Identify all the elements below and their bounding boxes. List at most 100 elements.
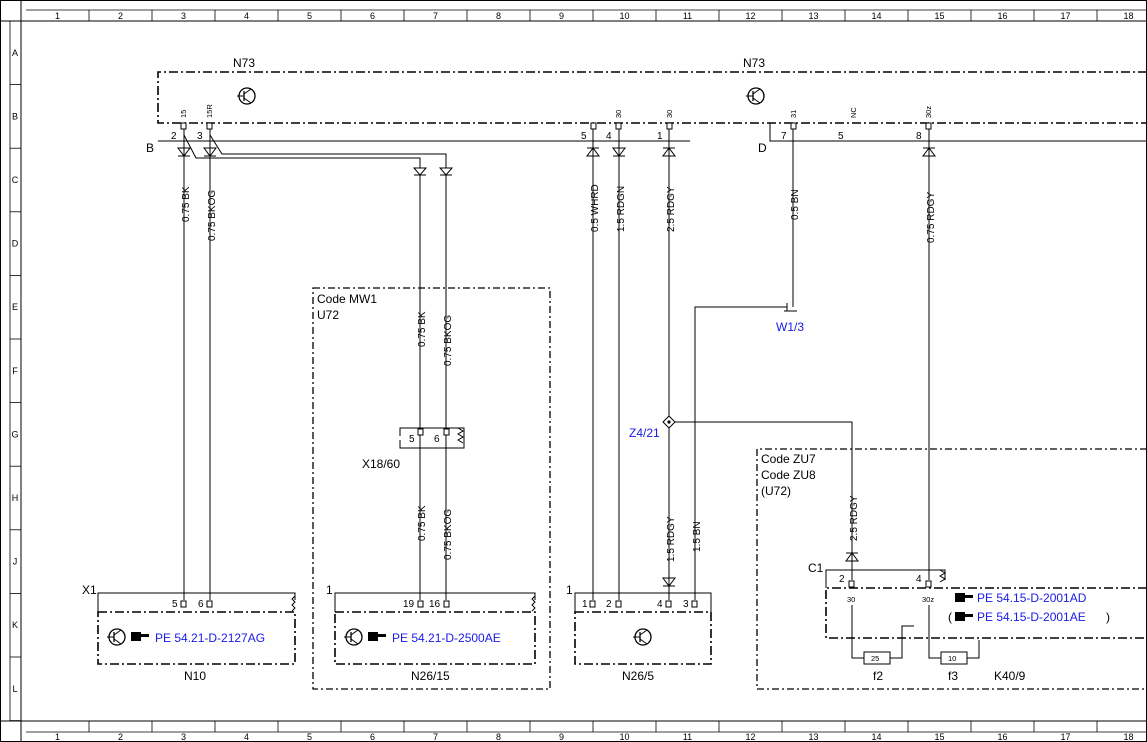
- hand-pointer-icon: [955, 593, 973, 602]
- n73-pin-6: 31 7: [781, 110, 798, 142]
- wire-label: 0.75 BKOG: [443, 315, 454, 366]
- wire-label: 0.75 BKOG: [207, 190, 218, 241]
- transistor-icon: [237, 87, 256, 105]
- ground-point: W1/3: [776, 303, 804, 334]
- grid-label: 12: [745, 11, 755, 21]
- n26-5-label: N26/5: [622, 669, 654, 683]
- code-zu-box: Code ZU7 Code ZU8 (U72): [756, 448, 1147, 690]
- grid-label: 16: [997, 732, 1007, 742]
- grid-label: 1: [55, 732, 60, 742]
- svg-text:5: 5: [409, 434, 415, 445]
- grid-label: 1: [55, 11, 60, 21]
- ground-label[interactable]: W1/3: [776, 320, 804, 334]
- grid-label: 11: [683, 11, 692, 21]
- splice-label[interactable]: Z4/21: [629, 426, 660, 440]
- n73-pin-4: 30 4: [606, 110, 623, 142]
- hand-pointer-icon: [955, 612, 973, 621]
- svg-text:30z: 30z: [922, 595, 934, 604]
- wire-label: 0.75 RDGY: [926, 192, 937, 243]
- wire-label: 1.5 RDGN: [616, 186, 627, 232]
- grid-label: 10: [619, 732, 629, 742]
- grid-label: 9: [559, 732, 564, 742]
- svg-text:6: 6: [434, 434, 440, 445]
- grid-label: 7: [433, 11, 438, 21]
- grid-label: J: [13, 557, 18, 567]
- wire-label: 0.75 BK: [417, 311, 428, 347]
- n73-label-right: N73: [743, 56, 765, 70]
- grid-label: 5: [307, 732, 312, 742]
- grid-label: K: [12, 620, 18, 630]
- n73-unit: N73 N73 B D 15 2 15R 3: [146, 56, 1147, 155]
- grid-label: 6: [370, 732, 375, 742]
- svg-text:4: 4: [657, 599, 663, 610]
- fuse-f3-label: f3: [948, 669, 958, 683]
- grid-label: 18: [1123, 11, 1133, 21]
- grid-label: A: [12, 48, 18, 58]
- n26-15-module: 1 19 16 PE 54.21-D-2500AE N26/15: [326, 583, 536, 683]
- grid-label: E: [12, 302, 18, 312]
- wire-label: 0.5 BN: [790, 189, 801, 220]
- wire-label: 1.5 RDGY: [666, 516, 677, 562]
- code-zu-sub: (U72): [761, 484, 791, 498]
- code-zu7-label: Code ZU7: [761, 452, 816, 466]
- k40-9-module: C1 2 4 30 30z PE 54.15-D-2001AD ( PE 54.…: [808, 561, 1147, 683]
- grid-label: 17: [1060, 732, 1070, 742]
- grid-label: 15: [934, 732, 944, 742]
- code-mw1-label: Code MW1: [317, 292, 377, 306]
- n73-pin-7: NC 5: [838, 107, 858, 142]
- grid-label: 2: [118, 11, 123, 21]
- code-mw1-sub: U72: [317, 308, 339, 322]
- grid-label: 14: [871, 732, 881, 742]
- grid-label: 2: [118, 732, 123, 742]
- code-mw1-box: Code MW1 U72: [312, 287, 551, 690]
- x18-60-connector: 5 6 X18/60: [362, 427, 465, 471]
- grid-label: F: [12, 366, 18, 376]
- code-zu8-label: Code ZU8: [761, 468, 816, 482]
- n73-pin-2: 15R 3: [197, 104, 214, 142]
- grid-label: C: [12, 175, 19, 185]
- k40-reference-link-2[interactable]: PE 54.15-D-2001AE: [977, 610, 1086, 624]
- k40-9-label: K40/9: [994, 669, 1026, 683]
- svg-text:NC: NC: [849, 107, 858, 118]
- n73-label-left: N73: [233, 56, 255, 70]
- svg-text:4: 4: [606, 131, 612, 142]
- svg-text:C1: C1: [808, 561, 824, 575]
- svg-text:3: 3: [683, 599, 689, 610]
- svg-text:1: 1: [566, 583, 573, 597]
- grid-label: D: [12, 239, 19, 249]
- wire-label: 2.5 RDGY: [849, 495, 860, 541]
- svg-text:3: 3: [197, 131, 203, 142]
- svg-text:10: 10: [948, 654, 956, 663]
- grid-label: 4: [244, 732, 249, 742]
- grid-label: 10: [619, 11, 629, 21]
- k40-reference-link-1[interactable]: PE 54.15-D-2001AD: [977, 591, 1087, 605]
- svg-text:30z: 30z: [924, 106, 933, 118]
- grid-label: 16: [997, 11, 1007, 21]
- svg-text:25: 25: [871, 654, 879, 663]
- grid-label: G: [11, 429, 18, 439]
- n10-label: N10: [184, 669, 206, 683]
- n26-15-reference-link[interactable]: PE 54.21-D-2500AE: [392, 631, 501, 645]
- svg-text:15: 15: [179, 110, 188, 118]
- svg-text:1: 1: [582, 599, 588, 610]
- grid-label: 7: [433, 732, 438, 742]
- hand-pointer-icon: [368, 632, 386, 641]
- svg-text:5: 5: [581, 131, 587, 142]
- grid-label: 3: [181, 732, 186, 742]
- grid-label: 8: [496, 11, 501, 21]
- svg-text:19: 19: [403, 599, 415, 610]
- grid-label: B: [12, 111, 18, 121]
- svg-text:31: 31: [789, 110, 798, 118]
- grid-label: 8: [496, 732, 501, 742]
- n10-reference-link[interactable]: PE 54.21-D-2127AG: [155, 631, 265, 645]
- wire-labels: 0.75 BK 0.75 BKOG 0.75 BK 0.75 BKOG 0.75…: [181, 184, 937, 562]
- n73-pin-3: 5: [581, 122, 597, 142]
- svg-text:30: 30: [614, 110, 623, 118]
- grid-label: 18: [1123, 732, 1133, 742]
- n26-5-module: 1 1 2 4 3 N26/5: [566, 583, 712, 683]
- wire-label: 0.5 WHRD: [590, 184, 601, 232]
- connector-d-label: D: [758, 141, 767, 155]
- svg-text:2: 2: [171, 131, 177, 142]
